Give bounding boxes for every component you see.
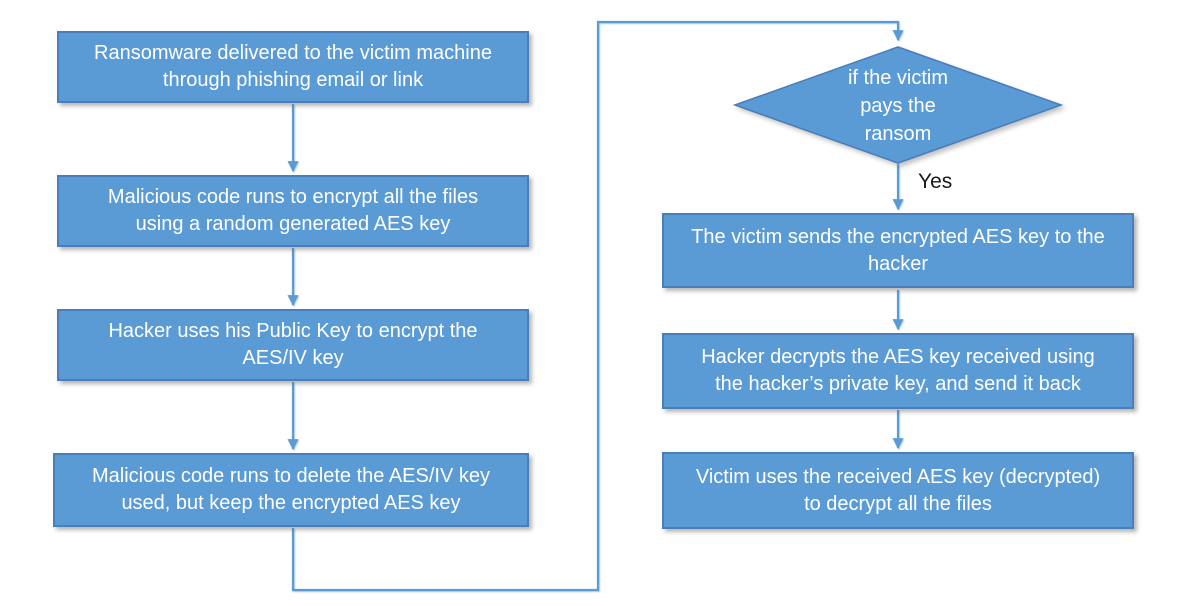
process-box-encrypt-key: Hacker uses his Public Key to encrypt th… — [57, 309, 529, 381]
process-box-delivery-line: through phishing email or link — [162, 69, 424, 91]
process-box-hacker-decrypts: Hacker decrypts the AES key received usi… — [662, 333, 1134, 409]
process-box-victim-decrypts-line: to decrypt all the files — [804, 492, 992, 515]
process-box-delete-key: Malicious code runs to delete the AES/IV… — [53, 453, 529, 527]
process-box-send-key-line: hacker — [867, 252, 929, 275]
process-box-encrypt-key-line: AES/IV key — [242, 347, 344, 369]
decision-diamond — [732, 46, 1064, 164]
process-box-hacker-decrypts-line: the hacker’s private key, and send it ba… — [715, 373, 1081, 395]
process-box-encrypt-files-line: Malicious code runs to encrypt all the f… — [107, 186, 479, 208]
process-box-victim-decrypts-line: Victim uses the received AES key (decryp… — [695, 465, 1101, 488]
process-box-victim-decrypts: Victim uses the received AES key (decryp… — [662, 452, 1134, 529]
connector-delete-key-to-decision — [291, 20, 904, 592]
process-box-delivery-line: Ransomware delivered to the victim machi… — [94, 42, 492, 64]
decision-line: pays the — [860, 94, 936, 117]
process-box-encrypt-key-line: Hacker uses his Public Key to encrypt th… — [108, 320, 478, 342]
process-box-send-key: The victim sends the encrypted AES key t… — [662, 213, 1134, 288]
yes-label: Yes — [918, 170, 953, 193]
decision-diamond-label: if the victim pays the ransom — [793, 57, 1003, 154]
decision-line: if the victim — [847, 66, 949, 89]
process-box-encrypt-files-line: using a random generated AES key — [135, 213, 451, 235]
process-box-send-key-line: The victim sends the encrypted AES key t… — [691, 225, 1105, 248]
process-box-hacker-decrypts-line: Hacker decrypts the AES key received usi… — [701, 346, 1095, 368]
decision-line: ransom — [864, 122, 932, 145]
process-box-delete-key-line: Malicious code runs to delete the AES/IV… — [92, 465, 490, 487]
process-box-delivery: Ransomware delivered to the victim machi… — [57, 31, 529, 103]
process-box-delete-key-line: used, but keep the encrypted AES key — [121, 492, 461, 514]
process-box-encrypt-files: Malicious code runs to encrypt all the f… — [57, 175, 529, 247]
